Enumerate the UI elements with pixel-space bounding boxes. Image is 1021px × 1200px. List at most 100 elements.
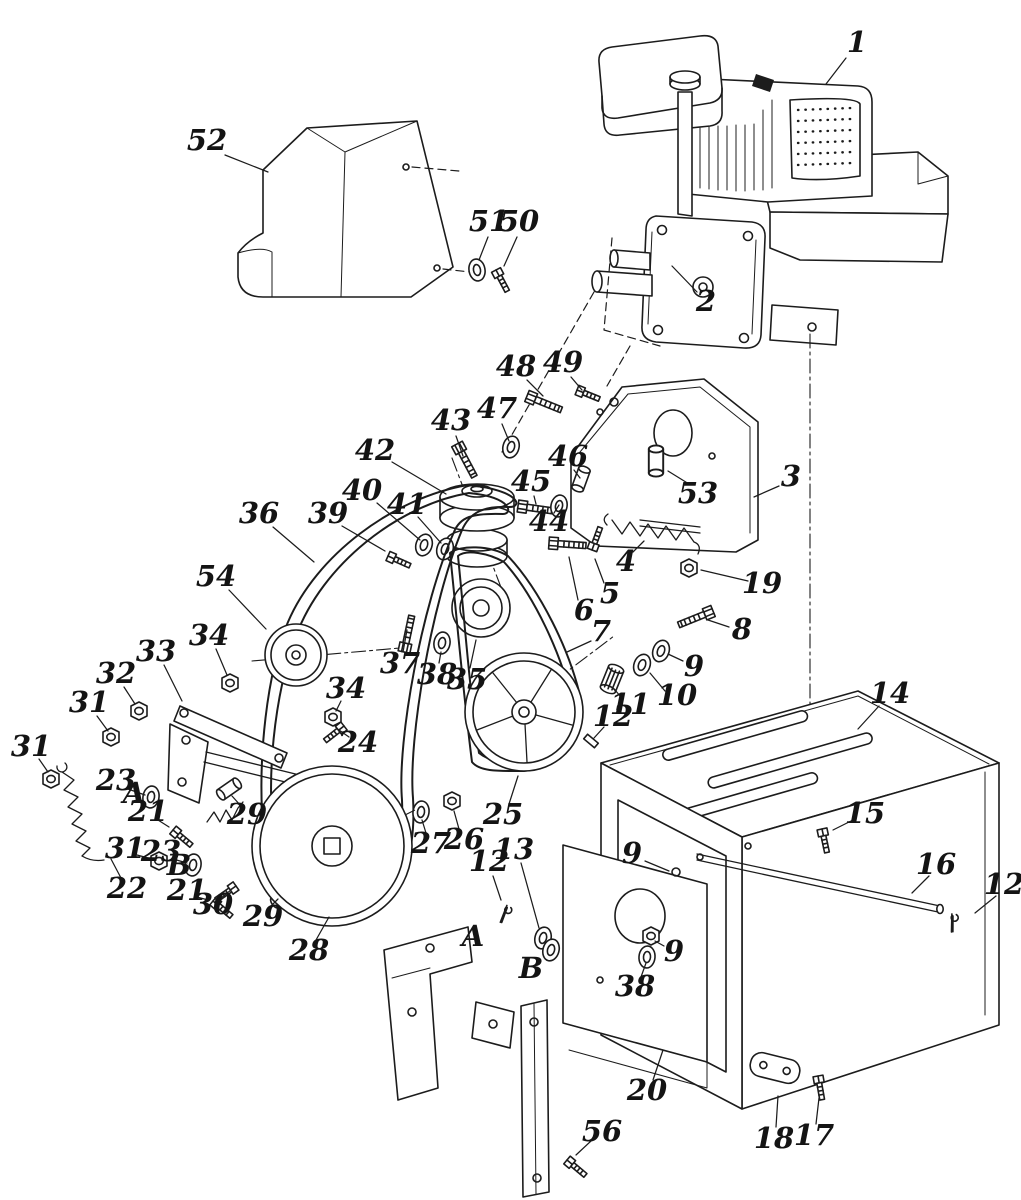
small-pulley <box>251 623 401 687</box>
main-pulley <box>251 765 416 927</box>
leader-24 <box>338 729 350 738</box>
leader-9 <box>654 940 665 947</box>
callout-6: 6 <box>574 593 594 627</box>
leader-39 <box>341 525 386 552</box>
gearbox <box>641 215 766 349</box>
callout-17: 17 <box>794 1118 834 1152</box>
callout-24: 24 <box>337 725 378 759</box>
leader-47 <box>501 423 510 442</box>
callout-30: 30 <box>193 887 233 921</box>
callout-14: 14 <box>870 676 910 710</box>
callout-44: 44 <box>529 504 569 538</box>
leader-8 <box>707 619 730 628</box>
leader-19 <box>700 569 749 582</box>
callout-38: 38 <box>417 657 457 691</box>
leader-29 <box>231 795 242 807</box>
callout-12: 12 <box>984 867 1021 901</box>
leader-9 <box>644 860 670 872</box>
nut-32 <box>130 701 148 721</box>
callout-16: 16 <box>916 847 956 881</box>
washer-27 <box>410 799 432 825</box>
callout-21: 21 <box>127 794 168 828</box>
leader-31 <box>136 854 153 860</box>
bolt-48 <box>523 389 565 417</box>
leader-25 <box>508 775 519 805</box>
leader-12 <box>492 875 502 901</box>
callout-A: A <box>459 919 485 953</box>
callout-31: 31 <box>11 729 51 763</box>
callout-23: 23 <box>140 834 181 868</box>
bolt-43 <box>450 440 481 481</box>
callout-46: 46 <box>548 439 588 473</box>
leader-42 <box>391 461 447 495</box>
leader-9 <box>667 653 684 662</box>
bolt-8 <box>675 604 717 632</box>
leader-45 <box>533 495 537 505</box>
leader-43 <box>455 435 464 457</box>
leader-31 <box>38 758 49 773</box>
callout-8: 8 <box>731 612 752 646</box>
callout-A: A <box>120 776 146 810</box>
washer-10 <box>629 651 655 679</box>
callout-36: 36 <box>239 496 279 530</box>
screw-49 <box>574 384 602 405</box>
leader-37 <box>402 629 408 653</box>
leader-50 <box>503 236 518 267</box>
leader-56 <box>575 1140 592 1156</box>
callout-31: 31 <box>69 685 109 719</box>
leader-11 <box>614 689 622 698</box>
leader-32 <box>123 686 136 705</box>
leader-38 <box>438 651 442 664</box>
leader-54 <box>228 589 267 630</box>
callout-11: 11 <box>610 687 650 721</box>
callout-3: 3 <box>781 459 801 493</box>
bolt-50 <box>490 266 513 295</box>
leader-41 <box>417 516 442 544</box>
screw-56 <box>562 1155 590 1181</box>
callout-32: 32 <box>96 656 136 690</box>
leader-35 <box>469 639 477 669</box>
leader-17 <box>815 1097 820 1125</box>
callout-56: 56 <box>582 1114 622 1148</box>
callout-9: 9 <box>684 649 704 683</box>
leader-31 <box>96 715 109 732</box>
leader-52 <box>224 154 269 173</box>
leader-36 <box>272 526 315 563</box>
leader-38 <box>640 962 647 978</box>
callout-13: 13 <box>494 832 534 866</box>
latch-plate-18 <box>749 1051 801 1085</box>
leader-15 <box>832 819 854 831</box>
bracket-b <box>520 999 550 1198</box>
callout-52: 52 <box>187 123 227 157</box>
leader-14 <box>857 705 880 730</box>
callout-27: 27 <box>410 826 451 860</box>
callout-26: 26 <box>443 822 484 856</box>
callout-43: 43 <box>431 403 471 437</box>
callout-B: B <box>166 848 192 882</box>
washer-47 <box>499 433 523 461</box>
leader-2 <box>671 265 698 293</box>
leader-23 <box>127 788 146 796</box>
leader-7 <box>566 640 592 653</box>
callout-22: 22 <box>106 871 147 905</box>
callout-29: 29 <box>226 797 267 831</box>
callout-31: 31 <box>105 831 145 865</box>
washer-51 <box>466 256 488 284</box>
callout-42: 42 <box>355 433 395 467</box>
leader-34 <box>215 648 228 676</box>
leader-16 <box>911 875 930 894</box>
spring-4 <box>603 513 700 555</box>
leader-6 <box>568 556 579 601</box>
eyebolt-31 <box>42 769 60 789</box>
nut-31 <box>102 727 120 747</box>
callout-25: 25 <box>482 797 523 831</box>
callout-19: 19 <box>742 566 782 600</box>
callout-41: 41 <box>387 487 427 521</box>
callout-21: 21 <box>166 873 207 907</box>
callout-28: 28 <box>288 933 329 967</box>
pin-12c <box>493 903 516 924</box>
belt-cover <box>237 120 471 298</box>
callout-34: 34 <box>189 618 229 652</box>
callout-39: 39 <box>308 496 348 530</box>
